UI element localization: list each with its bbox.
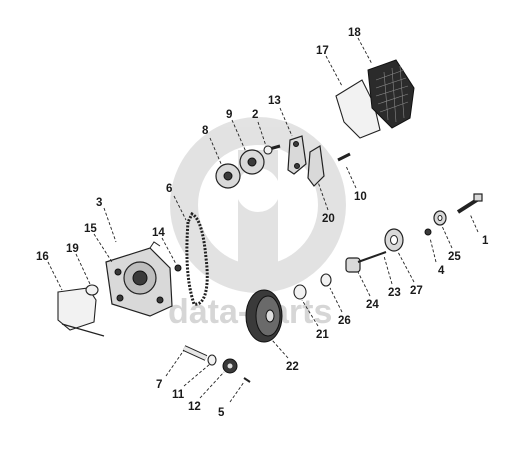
guide-rail xyxy=(307,145,325,187)
callout-21: 21 xyxy=(316,329,329,341)
sprocket-small xyxy=(215,163,241,189)
callout-5: 5 xyxy=(218,407,225,419)
crankshaft-pulley xyxy=(245,289,283,343)
callout-23: 23 xyxy=(388,287,401,299)
camshaft-gear xyxy=(239,149,265,175)
bolt-10 xyxy=(337,152,351,162)
rear-gasket xyxy=(335,79,381,139)
callout-14: 14 xyxy=(152,227,165,239)
callout-26: 26 xyxy=(338,315,351,327)
callout-13: 13 xyxy=(268,95,281,107)
callout-4: 4 xyxy=(438,265,445,277)
callout-11: 11 xyxy=(172,389,185,401)
callout-24: 24 xyxy=(366,299,379,311)
callout-7: 7 xyxy=(156,379,162,391)
callout-10: 10 xyxy=(354,191,367,203)
gasket-left xyxy=(57,284,105,337)
ring-26 xyxy=(320,273,332,287)
bolt-1 xyxy=(456,193,483,214)
pin-14 xyxy=(174,264,182,272)
shaft-23 xyxy=(357,251,387,263)
rear-cover-plate xyxy=(367,59,415,129)
shaft-7 xyxy=(182,345,208,361)
gear-12 xyxy=(222,358,238,374)
callout-20: 20 xyxy=(322,213,335,225)
callout-2: 2 xyxy=(252,109,258,121)
oring-11 xyxy=(207,354,217,366)
washer-25 xyxy=(433,210,447,226)
callout-6: 6 xyxy=(166,183,172,195)
callout-15: 15 xyxy=(84,223,97,235)
callout-labels: 1 2 3 4 5 6 7 8 9 10 11 12 13 14 15 16 1… xyxy=(36,27,489,419)
callout-1: 1 xyxy=(482,235,489,247)
callout-17: 17 xyxy=(316,45,329,57)
tensioner-arm xyxy=(287,135,307,175)
callout-9: 9 xyxy=(226,109,232,121)
screw-5 xyxy=(243,377,251,383)
callout-16: 16 xyxy=(36,251,49,263)
callout-12: 12 xyxy=(188,401,201,413)
callout-3: 3 xyxy=(96,197,102,209)
bolt-2 xyxy=(263,144,281,155)
callout-25: 25 xyxy=(448,251,461,263)
callout-22: 22 xyxy=(286,361,299,373)
bushing-21 xyxy=(293,284,307,300)
callout-27: 27 xyxy=(410,285,423,297)
washer-27 xyxy=(384,228,404,252)
nut-4 xyxy=(424,228,432,236)
callout-18: 18 xyxy=(348,27,361,39)
spacer-24 xyxy=(345,257,361,273)
front-cover-housing xyxy=(105,241,173,317)
watermark-logo xyxy=(170,117,346,293)
callout-8: 8 xyxy=(202,125,209,137)
leader-lines xyxy=(47,37,479,403)
callout-19: 19 xyxy=(66,243,79,255)
